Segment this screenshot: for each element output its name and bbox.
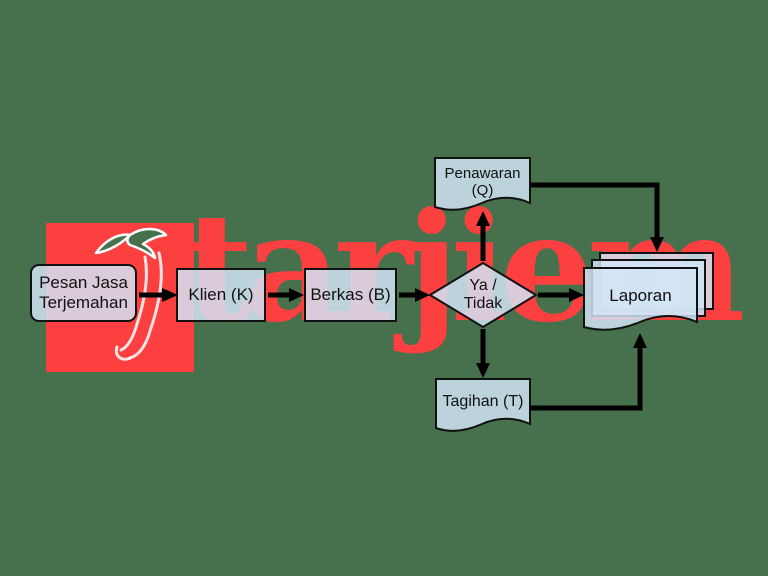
node-pesan-jasa: Pesan Jasa Terjemahan — [30, 264, 137, 322]
node-berkas: Berkas (B) — [304, 268, 397, 322]
node-decision-label-box: Ya / Tidak — [433, 269, 533, 321]
node-tagihan-label: Tagihan (T) — [442, 393, 524, 410]
tarjiem-logo — [94, 227, 168, 361]
node-penawaran-label: Penawaran (Q) — [444, 165, 521, 199]
node-laporan-label: Laporan — [609, 286, 672, 305]
j-brush-icon — [114, 251, 163, 361]
node-penawaran-label-box: Penawaran (Q) — [435, 160, 530, 204]
node-tagihan-label-box: Tagihan (T) — [436, 381, 530, 423]
node-decision-label: Ya / Tidak — [463, 277, 503, 312]
node-pesan-jasa-label: Pesan Jasa Terjemahan — [39, 273, 128, 312]
node-berkas-label: Berkas (B) — [310, 285, 391, 304]
node-klien-label: Klien (K) — [188, 285, 254, 304]
node-klien: Klien (K) — [176, 268, 266, 322]
node-laporan-label-box: Laporan — [584, 270, 697, 322]
bird-icon — [94, 227, 168, 260]
